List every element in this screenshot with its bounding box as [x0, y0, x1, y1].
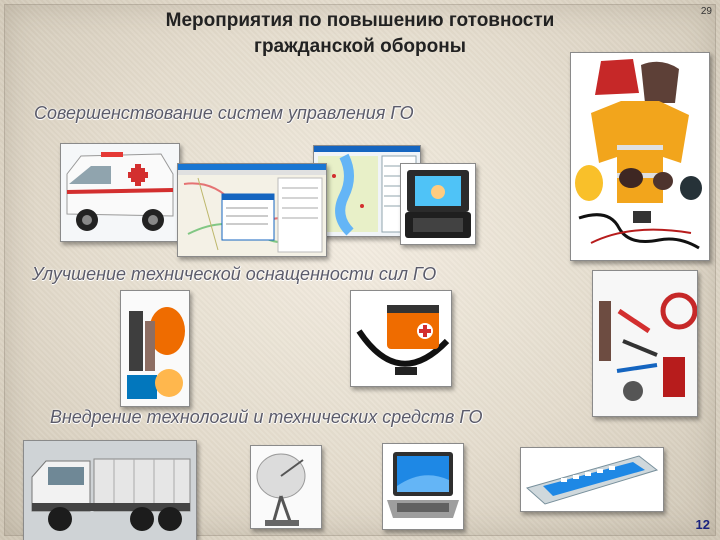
tablet-device-photo [520, 447, 664, 512]
rescue-gear-photo [120, 290, 190, 407]
protective-equipment-photo [570, 52, 710, 261]
slide-title: Мероприятия по повышению готовности граж… [120, 8, 600, 60]
section-technologies-title: Внедрение технологий и технических средс… [50, 407, 483, 427]
truck-photo [23, 440, 197, 540]
laptop-photo [382, 443, 464, 530]
satellite-dish-photo [250, 445, 322, 529]
first-aid-bag-photo [350, 290, 452, 387]
section-management-title: Совершенствование систем управления ГО [34, 103, 414, 123]
field-terminal-photo [400, 163, 476, 245]
slide-page-number: 12 [695, 517, 710, 532]
ambulance-photo [60, 143, 180, 242]
title-line-1: Мероприятия по повышению готовности [165, 10, 555, 31]
section-equipment-title: Улучшение технической оснащенности сил Г… [32, 264, 437, 284]
map-screen-photo-front [177, 163, 327, 257]
slide-top-number: 29 [700, 6, 712, 17]
title-line-2: гражданской обороны [254, 36, 466, 57]
rescue-tools-photo [592, 270, 698, 417]
